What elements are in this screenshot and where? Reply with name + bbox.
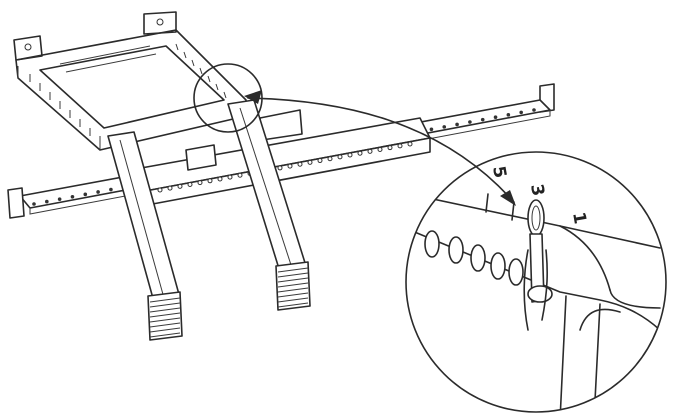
foot-ridge: [277, 277, 309, 283]
hub-hole: [357, 150, 363, 156]
bar-hole: [506, 113, 511, 117]
hub-hole: [397, 143, 403, 149]
bar-hole: [442, 125, 447, 129]
bar-hole: [70, 194, 75, 199]
hub-hole: [197, 180, 203, 186]
bar-hole: [96, 190, 100, 194]
detail-hole: [490, 252, 506, 280]
hub-hole: [377, 147, 383, 153]
detail-hole: [424, 230, 440, 258]
bar-hole: [32, 202, 36, 206]
foot-ridge: [149, 322, 181, 328]
foot-ridge: [277, 272, 309, 278]
bar-hole: [519, 110, 523, 115]
hub-hole: [387, 145, 393, 151]
hub-hole: [237, 172, 243, 178]
bar-hole: [468, 120, 472, 124]
hub-hole: [207, 178, 213, 184]
detail-hole: [448, 236, 464, 264]
foot-ridge: [149, 332, 181, 338]
hub-hole: [187, 181, 193, 187]
scale-mark-5: 5: [488, 165, 510, 180]
foot-ridge: [149, 317, 181, 323]
hub-hole: [337, 154, 343, 160]
hub-hole: [217, 176, 223, 182]
foot-ridge: [149, 312, 181, 318]
hub-hole: [157, 187, 163, 193]
foot-ridge: [277, 297, 309, 303]
hub-hole: [287, 163, 293, 169]
foot-ridge: [149, 307, 181, 313]
bar-end-tab-left: [7, 187, 25, 219]
leg-right: [227, 99, 311, 311]
rail-notches-right: [175, 43, 227, 99]
scale-mark-1: 1: [568, 211, 590, 226]
bar-hole: [493, 115, 498, 120]
rail-notches-left: [29, 74, 91, 136]
hub-hole: [307, 159, 313, 165]
detail-hole: [508, 258, 524, 286]
foot-ridge: [277, 282, 309, 288]
hub-hole: [407, 141, 413, 147]
bar-hole: [455, 122, 459, 127]
foot-ridge: [277, 267, 309, 273]
leg-left: [107, 131, 183, 341]
foot-left: [147, 291, 183, 341]
scale-mark-3: 3: [526, 183, 548, 198]
detail-magnified: 5 3 1: [405, 151, 667, 413]
hub-hole: [367, 148, 373, 154]
hub-hole: [227, 174, 233, 180]
hub-hole: [327, 156, 333, 162]
center-bracket: [129, 109, 431, 207]
detail-hole: [470, 244, 486, 272]
scale-marks: 5 3 1: [488, 165, 590, 226]
bar-hole: [429, 127, 434, 132]
hub-hole: [347, 152, 353, 158]
bar-hole: [532, 108, 536, 112]
foot-ridge: [277, 302, 309, 308]
bar-hole: [109, 187, 113, 192]
hub-hole: [297, 161, 303, 167]
top-platform: [13, 11, 247, 151]
hub-hole: [277, 165, 283, 171]
hub-hole: [177, 183, 183, 189]
bar-hole: [480, 117, 485, 122]
foot-ridge: [277, 287, 309, 293]
bar-hole: [83, 192, 88, 197]
foot-right: [275, 261, 311, 311]
hub-hole: [167, 185, 173, 191]
bar-hole: [57, 197, 62, 201]
foot-ridge: [149, 327, 181, 333]
foot-ridge: [149, 302, 181, 308]
foot-ridge: [277, 292, 309, 298]
hub-hole: [317, 158, 323, 164]
foot-ridge: [149, 297, 181, 303]
bar-hole: [45, 199, 49, 204]
locking-pin: [523, 199, 553, 331]
callout-arrow: [244, 90, 516, 206]
